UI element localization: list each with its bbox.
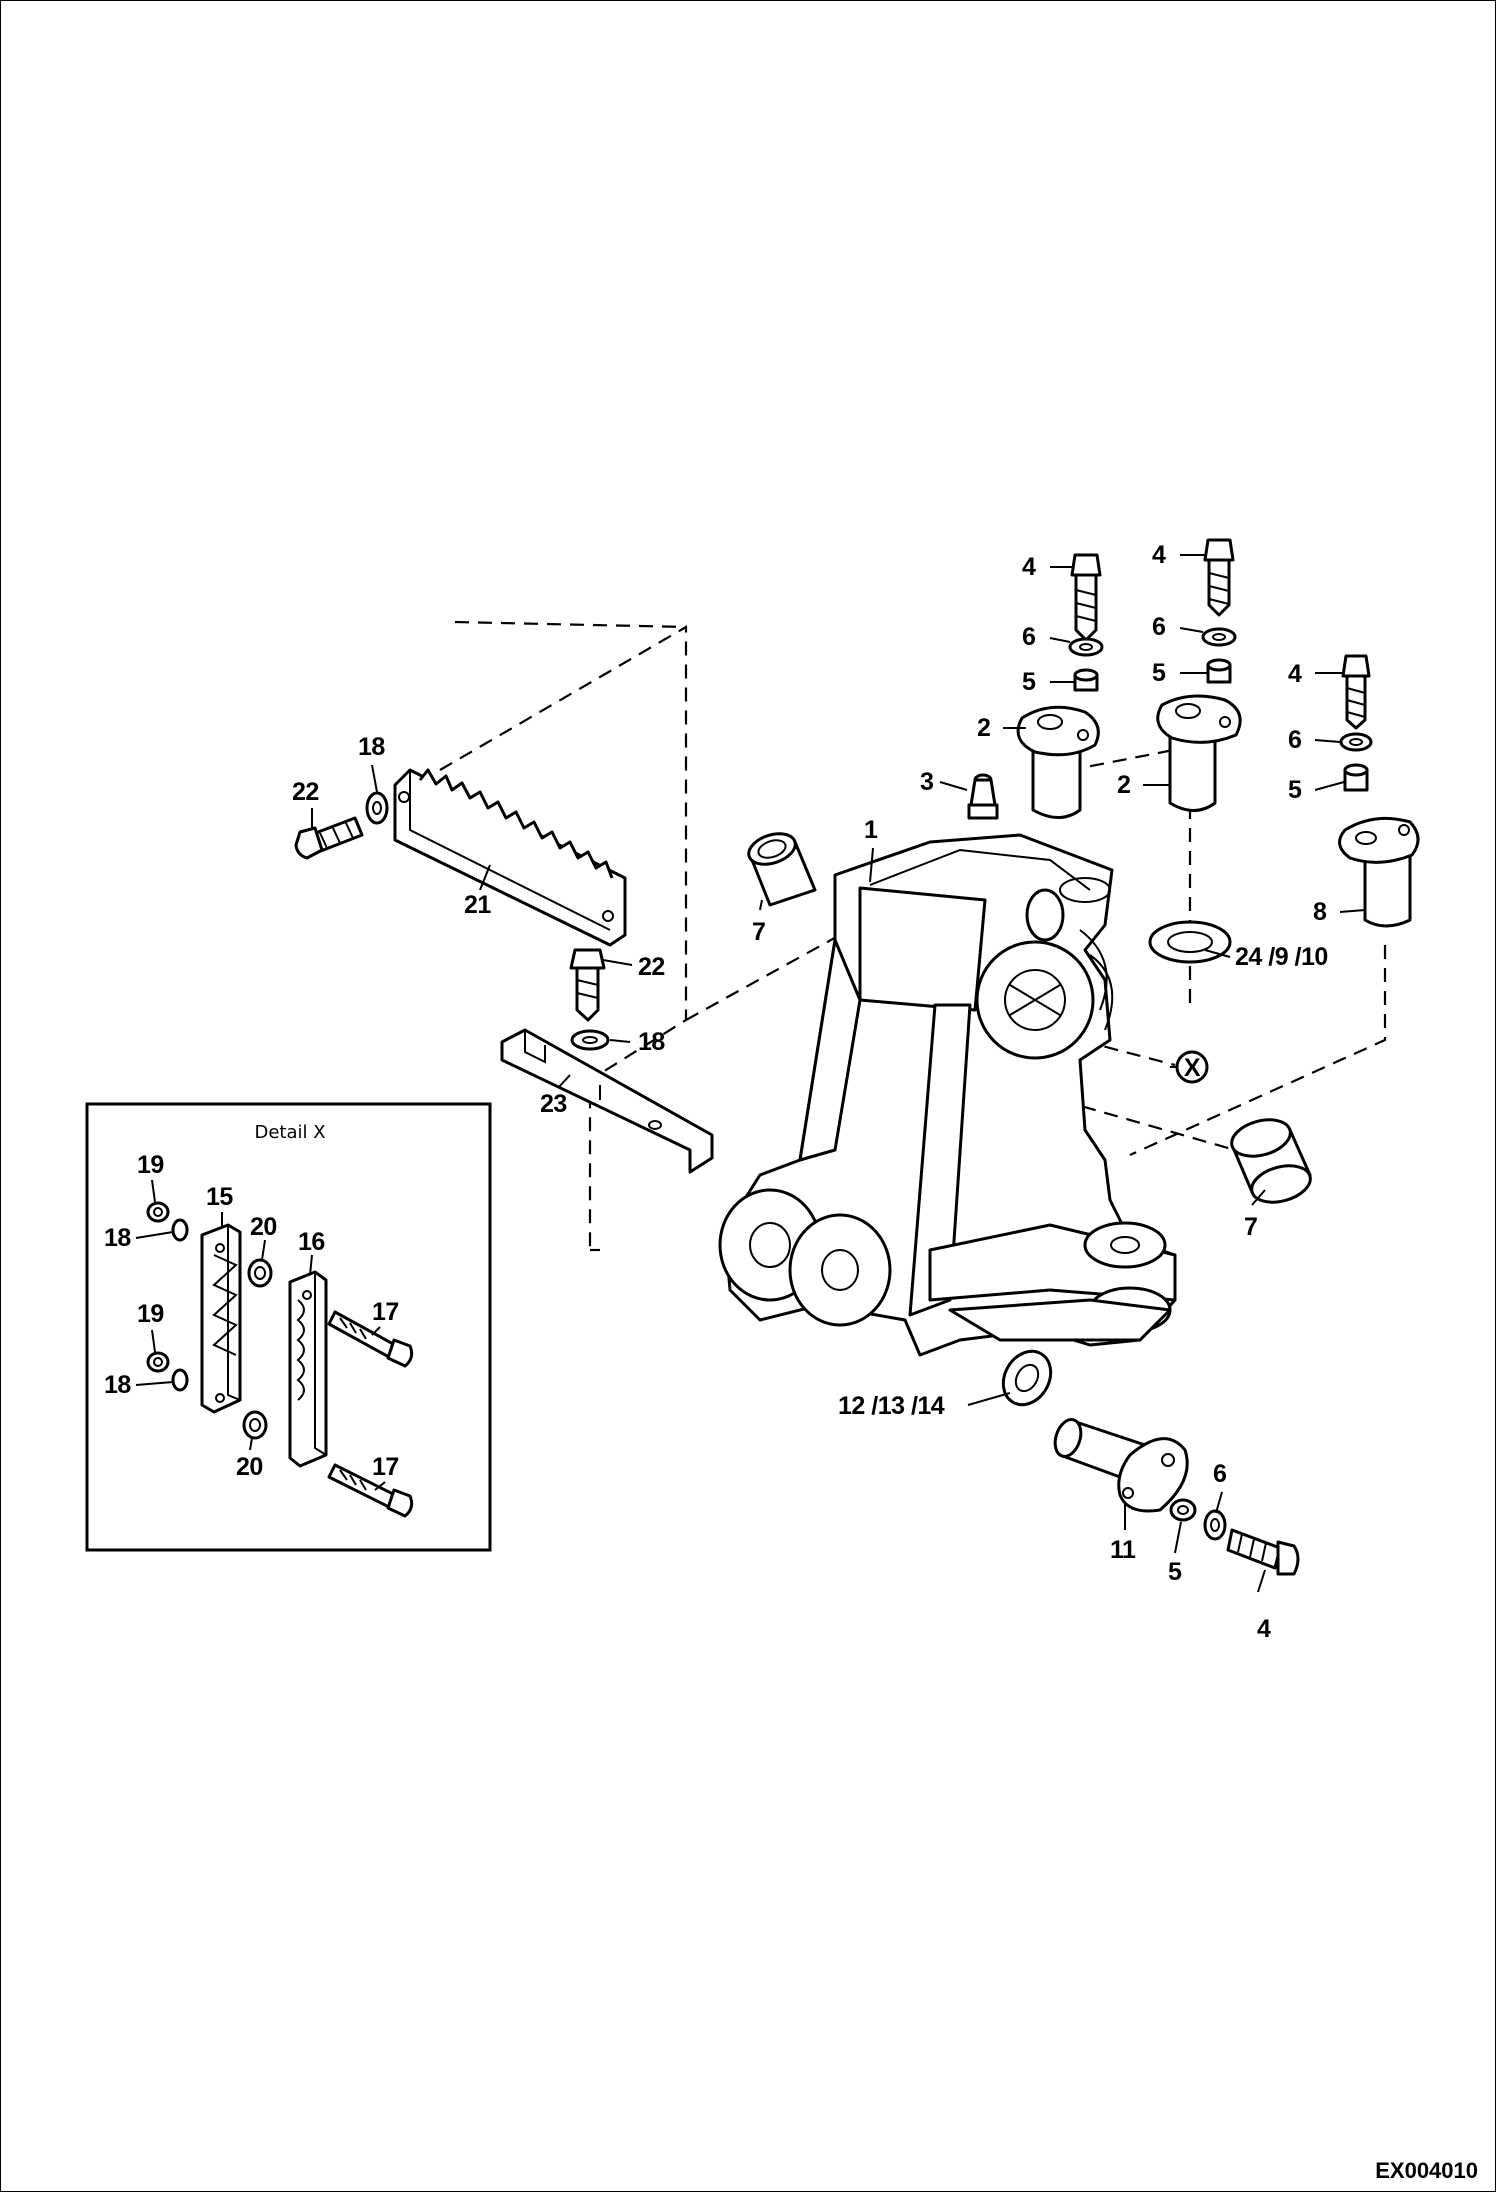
callout-6-middle: 6: [1152, 613, 1165, 641]
dash-line-pin-8: [1129, 945, 1387, 1157]
holder-23: [500, 1028, 714, 1174]
detail-nut-19-top: [146, 1201, 170, 1223]
toothed-rail-21: [393, 768, 627, 947]
callout-5-left: 5: [1022, 668, 1036, 696]
callout-7-right: 7: [1244, 1213, 1257, 1241]
callout-20-top: 20: [250, 1213, 277, 1241]
bushing-7-left: [747, 832, 817, 907]
washer-6-bottom: [1203, 1509, 1227, 1541]
detail-title: Detail X: [254, 1122, 325, 1143]
callout-4-bottom: 4: [1257, 1615, 1271, 1643]
nut-5-left: [1073, 668, 1099, 692]
washer-18-top: [365, 791, 389, 825]
pin-8: [1338, 816, 1420, 928]
dash-line-top: [454, 620, 687, 629]
callout-16: 16: [298, 1228, 325, 1256]
shim-24-9-10: [1148, 920, 1232, 964]
detail-washer-18-bottom: [171, 1368, 189, 1392]
bolt-4-bottom: [1226, 1528, 1300, 1576]
callout-2-middle: 2: [1117, 771, 1130, 799]
callout-8: 8: [1313, 898, 1327, 926]
callout-17-bottom: 17: [372, 1453, 399, 1481]
callout-4-left: 4: [1022, 553, 1036, 581]
callout-15: 15: [206, 1183, 233, 1211]
detail-spacer-20-top: [247, 1258, 273, 1288]
detail-block-15: [200, 1223, 242, 1414]
callout-19-bottom: 19: [137, 1300, 164, 1328]
washer-6-right: [1339, 732, 1373, 752]
callout-6-right: 6: [1288, 726, 1301, 754]
detail-x-box: Detail X: [85, 1102, 492, 1552]
callout-17-top: 17: [372, 1298, 399, 1326]
callout-5-bottom: 5: [1168, 1558, 1182, 1586]
pin-2-left: [1016, 705, 1100, 819]
callout-4-middle: 4: [1152, 541, 1166, 569]
callout-18-lower: 18: [638, 1028, 665, 1056]
swing-bracket: [718, 833, 1177, 1357]
washer-6-left: [1068, 637, 1104, 657]
detail-marker-label: X: [1184, 1054, 1201, 1082]
callout-6-left: 6: [1022, 623, 1035, 651]
drawing-code: EX004010: [1375, 2158, 1478, 2183]
detail-spacer-20-bottom: [242, 1410, 268, 1440]
callout-1: 1: [864, 816, 878, 844]
dash-line-holder: [685, 934, 841, 1021]
detail-washer-18-top: [171, 1218, 189, 1242]
callout-5-right: 5: [1288, 776, 1302, 804]
shim-12-13-14: [1001, 1349, 1053, 1407]
bolt-4-left: [1070, 553, 1102, 642]
nut-5-right: [1343, 763, 1369, 792]
callout-19-top: 19: [137, 1151, 164, 1179]
bolt-4-right: [1341, 654, 1371, 730]
detail-bolt-17-top: [327, 1310, 414, 1368]
dash-line-x: [1059, 1033, 1176, 1067]
leader-lines: [135, 554, 1366, 1593]
pin-2-middle: [1156, 694, 1242, 812]
detail-bolt-17-bottom: [327, 1463, 414, 1518]
grease-nipple-3: [967, 773, 999, 820]
detail-block-16: [288, 1270, 328, 1468]
callout-12-13-14: 12 /13 /14: [838, 1392, 945, 1420]
callout-23: 23: [540, 1090, 567, 1118]
nut-5-bottom: [1169, 1498, 1197, 1522]
callout-labels: 4 4 4 4 6 6 6 6 5 5 5 5 2 2 3 1 7 7 8 24…: [104, 541, 1328, 1643]
bolt-22-top: [294, 816, 364, 860]
pin-11: [1053, 1418, 1189, 1513]
callout-11: 11: [1110, 1536, 1136, 1564]
bolt-4-middle: [1203, 538, 1235, 617]
callout-6-bottom: 6: [1213, 1460, 1226, 1488]
bolt-22-lower: [569, 948, 606, 1022]
washer-6-middle: [1201, 627, 1237, 647]
callout-21: 21: [464, 891, 491, 919]
callout-2-left: 2: [977, 714, 990, 742]
callout-18-detail-bottom: 18: [104, 1371, 131, 1399]
callout-3: 3: [920, 768, 933, 796]
washer-18-lower: [570, 1029, 610, 1051]
detail-x-marker: X: [1175, 1050, 1209, 1084]
callout-7-left: 7: [752, 918, 765, 946]
callout-18-top: 18: [358, 733, 385, 761]
nut-5-middle: [1206, 658, 1232, 684]
callout-22-top: 22: [292, 778, 319, 806]
callout-22-lower: 22: [638, 953, 665, 981]
callout-5-middle: 5: [1152, 659, 1166, 687]
detail-nut-19-bottom: [146, 1351, 170, 1373]
callout-24-9-10: 24 /9 /10: [1235, 943, 1328, 971]
callout-4-right: 4: [1288, 660, 1302, 688]
callout-20-bottom: 20: [236, 1453, 263, 1481]
bushing-7-right: [1230, 1118, 1312, 1204]
dash-line-bush-7b: [1059, 1098, 1236, 1152]
callout-18-detail-top: 18: [104, 1224, 131, 1252]
